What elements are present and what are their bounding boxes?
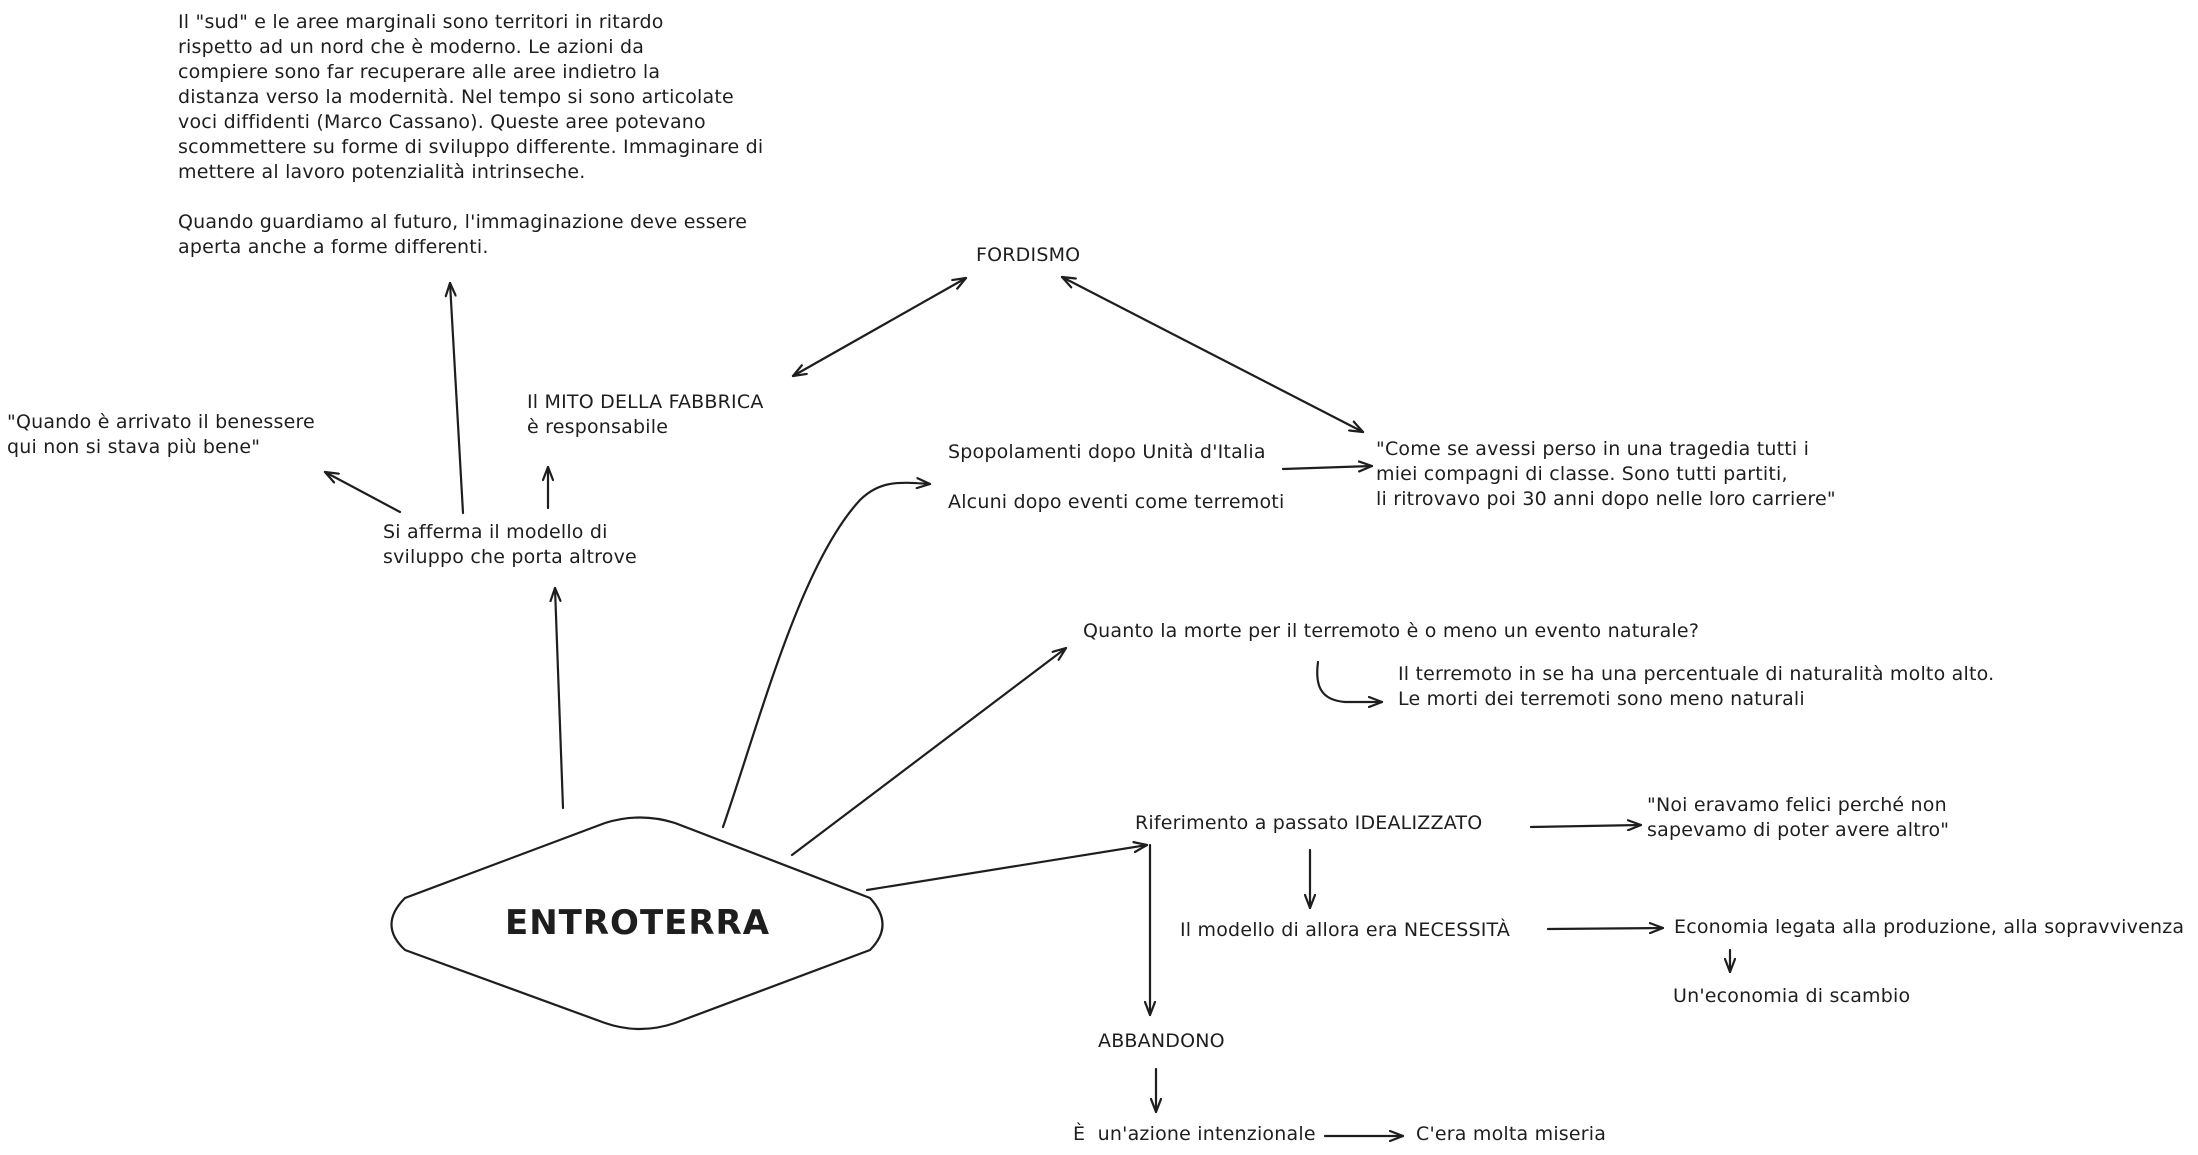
economia-produzione-label: Economia legata alla produzione, alla so… [1674, 916, 2185, 938]
modello-sviluppo-label: Si afferma il modello di sviluppo che po… [383, 521, 637, 568]
felici-quote: "Noi eravamo felici perché non sapevamo … [1647, 794, 1950, 841]
arrow-fordismo-tragedia [1060, 275, 1365, 434]
arrow-entroterra-to-spopolamenti [721, 483, 932, 829]
arrow-mito-fordismo [791, 276, 968, 378]
arrow-necessita-to-economia [1546, 928, 1665, 929]
arrow-terremoto-to-naturalita [1316, 660, 1384, 702]
azione-intenzionale-label: È un'azione intenzionale [1073, 1123, 1316, 1145]
entroterra-label[interactable]: ENTROTERRA [505, 903, 771, 943]
ritardo-paragraph: Il "sud" e le aree marginali sono territ… [178, 11, 764, 258]
abbandono-label: ABBANDONO [1098, 1030, 1225, 1052]
arrow-passato-to-felici [1529, 825, 1643, 827]
mito-fabbrica-label: Il MITO DELLA FABBRICA è responsabile [527, 391, 764, 438]
economia-scambio-label: Un'economia di scambio [1673, 985, 1911, 1007]
miseria-label: C'era molta miseria [1416, 1123, 1607, 1145]
arrow-modello-to-ritardo [450, 281, 465, 515]
fordismo-label: FORDISMO [976, 244, 1081, 266]
necessita-label: Il modello di allora era NECESSITÀ [1180, 919, 1511, 941]
spopolamenti-label: Spopolamenti dopo Unità d'Italia Alcuni … [948, 441, 1285, 513]
naturalita-note: Il terremoto in se ha una percentuale di… [1398, 663, 1995, 710]
arrow-modello-to-benessere [323, 470, 402, 514]
benessere-quote: "Quando è arrivato il benessere qui non … [7, 411, 315, 458]
passato-idealizzato-label: Riferimento a passato IDEALIZZATO [1135, 812, 1483, 834]
tragedia-quote: "Come se avessi perso in una tragedia tu… [1376, 438, 1836, 510]
arrow-entroterra-to-passato [865, 845, 1149, 892]
arrow-spopolamenti-to-tragedia [1281, 466, 1374, 469]
arrow-entroterra-to-terremoto [790, 646, 1068, 857]
morte-terremoto-question: Quanto la morte per il terremoto è o men… [1083, 620, 1700, 642]
arrow-entroterra-to-modello [555, 586, 565, 810]
